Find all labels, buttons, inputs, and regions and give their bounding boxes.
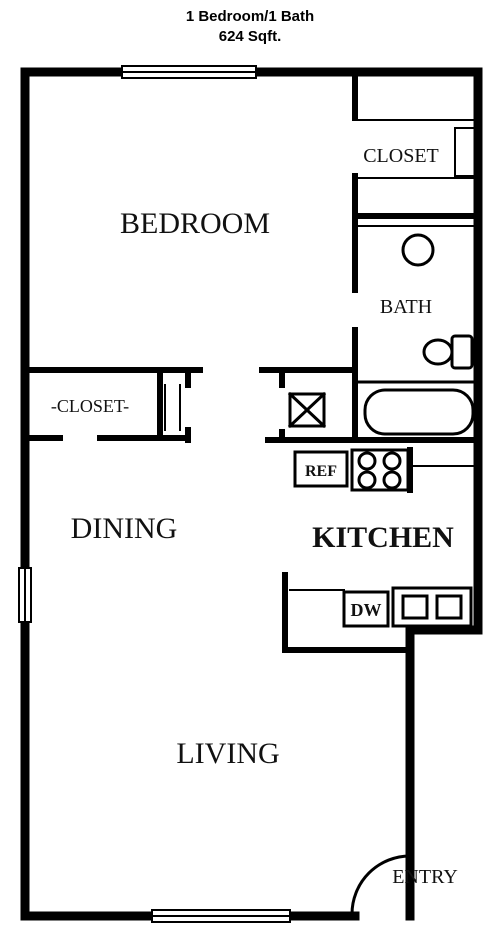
dishwasher-label: DW <box>351 600 382 620</box>
exterior-walls <box>20 67 483 921</box>
dishwasher <box>342 590 390 628</box>
bathtub-fixture <box>363 388 475 436</box>
entry-label: ENTRY <box>392 866 458 888</box>
kitchen-sink <box>391 586 473 628</box>
water-heater-box <box>287 391 327 429</box>
dining-label: DINING <box>71 512 178 545</box>
closet-left-label: -CLOSET- <box>51 396 129 416</box>
toilet-fixture <box>422 334 474 370</box>
living-label: LIVING <box>176 737 279 770</box>
window-bottom <box>151 909 291 923</box>
bedroom-label: BEDROOM <box>120 207 270 240</box>
refrigerator <box>293 450 349 488</box>
kitchen-label: KITCHEN <box>312 521 454 554</box>
interior-walls <box>26 73 481 653</box>
unit-type-title: 1 Bedroom/1 Bath <box>185 8 315 25</box>
refrigerator-label: REF <box>305 463 337 480</box>
window-top <box>121 65 257 79</box>
closet-top-label: CLOSET <box>363 145 439 167</box>
window-left <box>18 567 32 623</box>
bath-label: BATH <box>380 296 432 318</box>
closet-shelving <box>164 127 475 431</box>
sink-fixture <box>401 233 435 267</box>
stove <box>350 448 410 492</box>
entry-door <box>350 854 412 918</box>
unit-area-subtitle: 624 Sqft. <box>218 28 282 45</box>
